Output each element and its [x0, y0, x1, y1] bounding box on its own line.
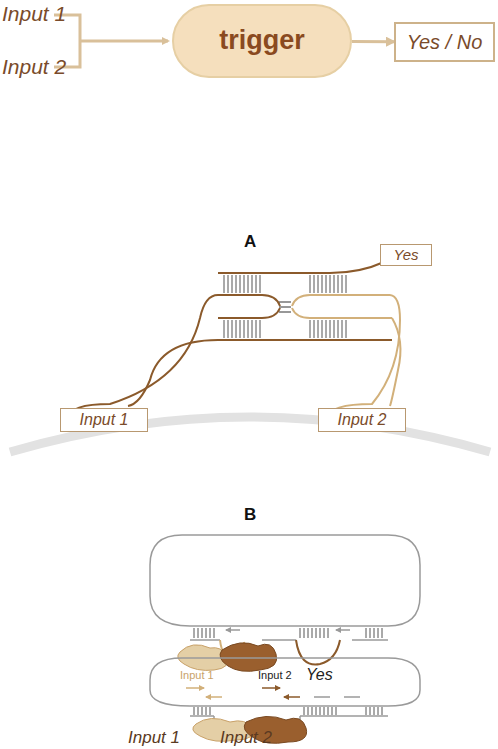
text-label: Input 1 — [2, 2, 66, 26]
input-bracket — [54, 15, 168, 67]
input2-arrow — [284, 696, 300, 698]
text-label: B — [244, 505, 256, 525]
circuit-outline — [150, 535, 420, 626]
strand — [218, 308, 280, 318]
dna-junction — [68, 262, 400, 430]
hairpin — [296, 640, 340, 665]
base-pairs — [194, 628, 382, 638]
text-label: Input 1 — [180, 669, 214, 681]
circuit-closed — [150, 535, 420, 671]
bracket-arrow — [80, 40, 168, 43]
strand — [190, 705, 388, 707]
text-label: Input 2 — [258, 669, 292, 681]
input1-arrow — [206, 696, 222, 698]
text-label: Input 2 — [220, 728, 272, 748]
text-label: Input 2 — [2, 55, 66, 79]
circuit-open — [150, 658, 420, 743]
node-text: Input 1 — [80, 411, 129, 429]
output-box: Yes — [380, 244, 432, 266]
text-label: A — [244, 232, 256, 252]
input-box: Input 2 — [318, 408, 406, 432]
node-text: Yes / No — [407, 31, 483, 53]
node-text: Yes — [393, 247, 418, 264]
strand — [190, 625, 388, 627]
input-box: Input 1 — [60, 408, 148, 432]
node-text: trigger — [219, 26, 305, 56]
input1-arrow — [186, 687, 204, 689]
primer-arrow — [336, 629, 350, 631]
yes-strand — [218, 262, 384, 273]
primer-arrow — [314, 696, 360, 698]
base-pairs — [194, 707, 382, 715]
node-text: Input 2 — [338, 411, 387, 429]
junction-mark — [279, 302, 291, 312]
strand — [190, 715, 388, 717]
strand — [218, 295, 280, 306]
strand — [292, 308, 392, 318]
text-label: Input 1 — [128, 728, 180, 748]
base-pairs — [224, 275, 346, 338]
flow-arrow — [352, 40, 394, 43]
input2-protein — [220, 643, 277, 672]
input1-tether — [128, 340, 218, 406]
text-label: Yes — [306, 666, 333, 684]
strand — [292, 295, 390, 306]
input2-arrow — [262, 687, 280, 689]
circuit-outline — [150, 658, 420, 706]
strand — [218, 339, 392, 341]
output-box: Yes / No — [394, 22, 495, 62]
primer-arrow — [226, 629, 240, 631]
input2-tether — [390, 318, 400, 406]
trigger-box: trigger — [172, 4, 352, 78]
